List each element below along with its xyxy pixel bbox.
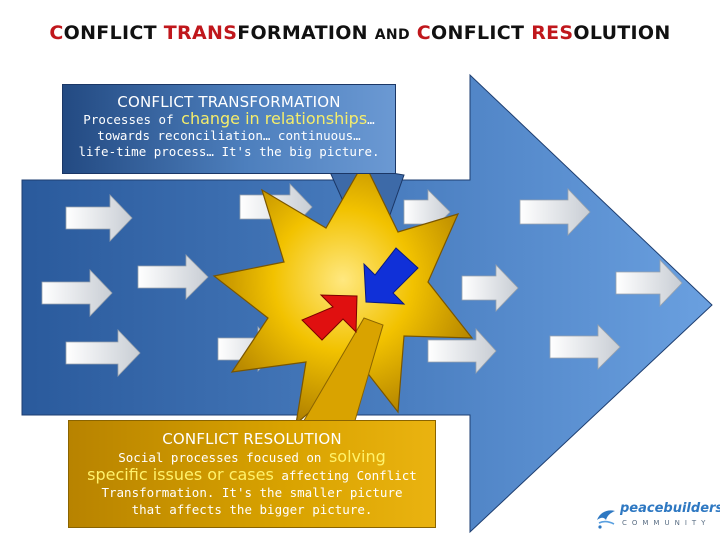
small-arrow-icon (137, 254, 209, 300)
small-arrow-icon (65, 194, 133, 242)
title-part-formation: FORMATION (237, 22, 368, 44)
red-pointer-arrow-icon (301, 294, 358, 341)
small-arrow-icon (461, 264, 519, 312)
resolution-line-2: specific issues or cases affecting Confl… (69, 466, 435, 484)
slide-title: CONFLICT TRANSFORMATION AND CONFLICT RES… (0, 22, 720, 44)
transformation-heading: CONFLICT TRANSFORMATION (117, 93, 341, 111)
small-arrow-icon (427, 327, 497, 375)
title-part-onflict2: ONFLICT (431, 22, 532, 44)
resolution-line-3: Transformation. It's the smaller picture (101, 485, 403, 500)
title-part-and: AND (374, 27, 410, 43)
transformation-line-2: towards reconciliation… continuous… (97, 128, 361, 143)
resolution-callout: CONFLICT RESOLUTION Social processes foc… (68, 420, 436, 528)
small-arrow-icon (615, 259, 683, 307)
logo-name: peacebuilders (620, 501, 720, 516)
resolution-highlight-1: solving (328, 447, 386, 466)
title-part-trans: TRANS (163, 22, 238, 44)
peacebuilders-logo: peacebuilders COMMUNITY (594, 500, 720, 534)
small-arrow-icon (41, 269, 113, 317)
resolution-line2-post: affecting Conflict (273, 468, 417, 483)
resolution-heading: CONFLICT RESOLUTION (162, 430, 342, 448)
transformation-line1-pre: Processes of (83, 112, 182, 127)
small-arrow-icon (65, 329, 141, 377)
small-arrow-icon (549, 324, 621, 370)
resolution-line-4: that affects the bigger picture. (131, 502, 373, 517)
title-part-res: RES (531, 22, 574, 44)
dove-logo-icon (597, 510, 615, 529)
transformation-callout: CONFLICT TRANSFORMATION Processes of cha… (62, 84, 396, 174)
title-part-olution: OLUTION (573, 22, 671, 44)
transformation-line-1: Processes of change in relationships… (63, 111, 395, 128)
title-part-c1: C (49, 22, 64, 44)
resolution-line-1: Social processes focused on solving (69, 448, 435, 466)
blue-pointer-arrow-icon (363, 247, 419, 305)
title-part-c2: C (416, 22, 432, 44)
resolution-line1-pre: Social processes focused on (118, 450, 329, 465)
logo-subtitle: COMMUNITY (622, 519, 711, 527)
title-part-onflict1: ONFLICT (63, 22, 164, 44)
transformation-highlight: change in relationships (181, 109, 368, 128)
resolution-highlight-2: specific issues or cases (87, 465, 274, 484)
transformation-line-3: life-time process… It's the big picture. (78, 144, 380, 159)
transformation-line1-post: … (367, 112, 375, 127)
small-arrow-icon (519, 188, 591, 236)
